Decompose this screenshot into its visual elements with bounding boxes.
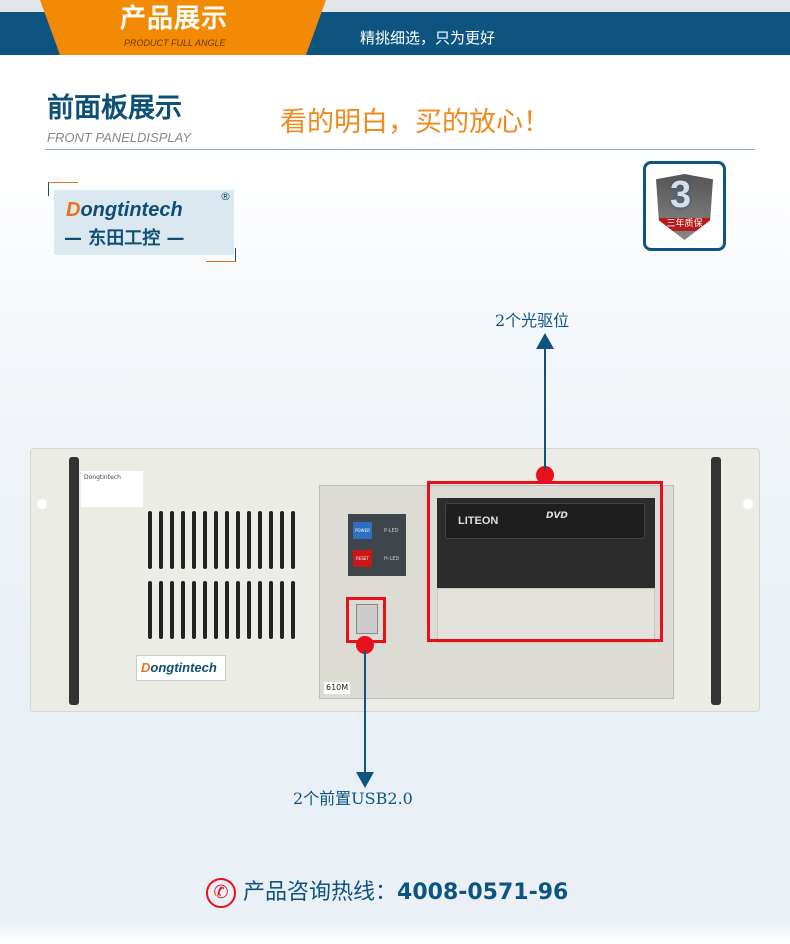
marker-dot (536, 466, 554, 484)
section-subtitle: FRONT PANELDISPLAY (47, 130, 191, 145)
model-label: 610M (324, 682, 351, 694)
hled-label: H-LED (384, 556, 400, 562)
handle-rail (711, 457, 721, 705)
logo-wordmark: Dongtintech (66, 199, 183, 221)
drive-bay-cover (437, 588, 655, 643)
arrow-line (544, 345, 546, 470)
section-title: 前面板展示 (47, 93, 182, 124)
divider (45, 149, 755, 150)
shield-icon: 3 三年质保 (656, 174, 713, 240)
brand-logo: Dongtintech ® — 东田工控 — (54, 190, 234, 255)
dvd-tray[interactable]: LITEON DVD (445, 503, 645, 539)
button-panel: POWER P-LED RESET H-LED (348, 514, 406, 576)
arrow-up-icon (536, 333, 554, 349)
warranty-badge: 3 三年质保 (643, 161, 726, 251)
warranty-years: 3 (670, 174, 692, 216)
dvd-drive: LITEON DVD (437, 498, 655, 588)
logo-corner (206, 248, 236, 262)
power-button[interactable]: POWER (353, 522, 372, 539)
arrow-down-icon (356, 772, 374, 788)
chassis-front-panel: Dongtintech Dongtintech POWER P-LED RESE… (30, 448, 760, 712)
header-subtitle: PRODUCT FULL ANGLE (124, 38, 226, 48)
arrow-line (364, 650, 366, 774)
header-slogan: 精挑细选，只为更好 (360, 29, 496, 47)
dvd-logo: DVD (546, 511, 568, 521)
phone-icon: ✆ (206, 878, 236, 908)
marker-dot (356, 636, 374, 654)
warranty-text: 三年质保 (659, 218, 710, 231)
registered-mark: ® (220, 190, 231, 203)
usb-ports[interactable] (356, 604, 378, 634)
pled-label: P-LED (384, 528, 399, 534)
header-tab (40, 0, 326, 55)
handle-rail (69, 457, 79, 705)
optical-annotation: 2个光驱位 (495, 311, 570, 330)
chassis-brand-plate: Dongtintech (136, 655, 226, 681)
hotline-label: 产品咨询热线： (243, 880, 398, 905)
header-title: 产品展示 (120, 4, 229, 34)
logo-chinese-name: — 东田工控 — (64, 228, 185, 249)
vent-grille (148, 581, 295, 639)
rack-ear-hole (743, 499, 753, 509)
hotline: 产品咨询热线：4008-0571-96 (243, 878, 568, 908)
logo-corner (48, 182, 78, 196)
vent-grille (148, 511, 295, 569)
usb-annotation: 2个前置USB2.0 (293, 789, 413, 808)
rack-ear-hole (37, 499, 47, 509)
sticker-label: Dongtintech (81, 471, 143, 507)
hotline-number[interactable]: 4008-0571-96 (397, 880, 569, 905)
optical-bay-highlight (427, 481, 663, 642)
front-door: POWER P-LED RESET H-LED LITEON DVD 610M (319, 485, 674, 699)
section-slogan: 看的明白，买的放心！ (280, 107, 550, 138)
drive-brand: LITEON (458, 515, 499, 527)
reset-button[interactable]: RESET (353, 550, 372, 567)
